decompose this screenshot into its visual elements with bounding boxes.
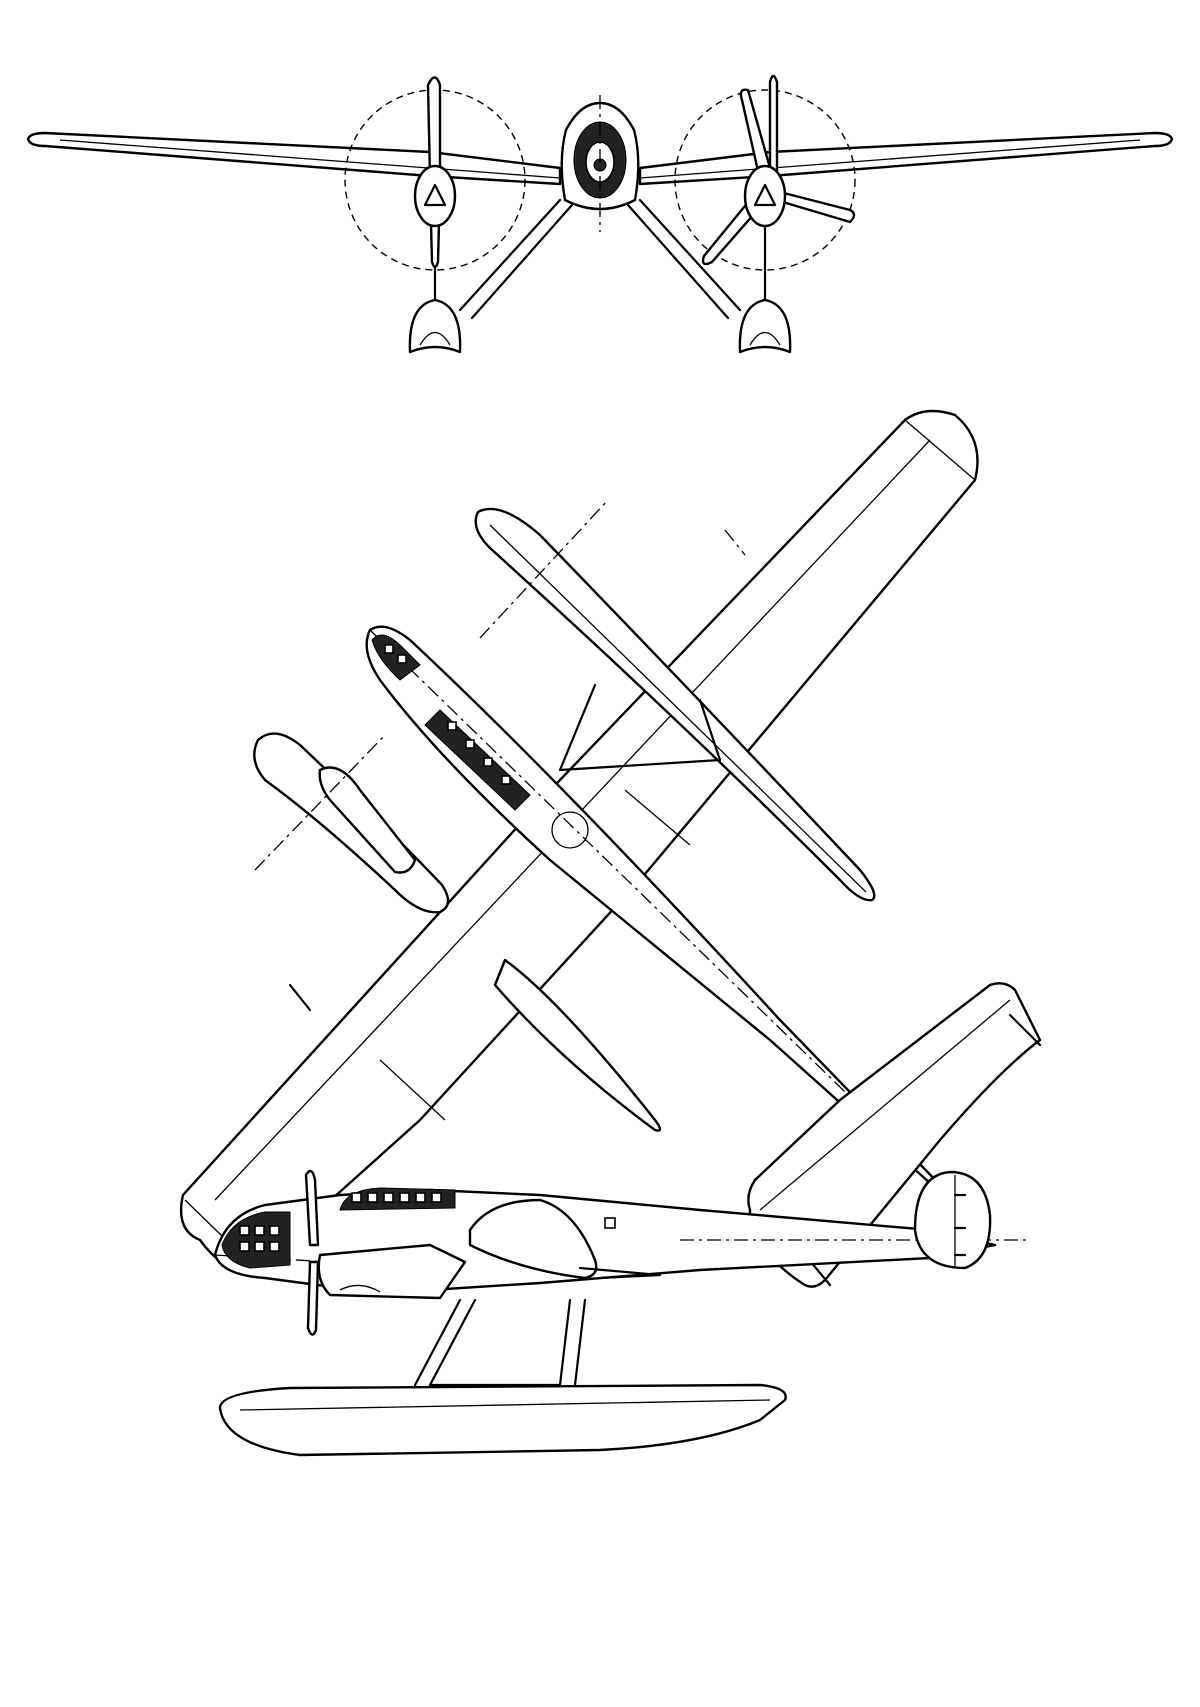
front-strut-left — [458, 198, 574, 320]
plan-view — [179, 409, 1042, 1288]
side-float-strut — [413, 1298, 587, 1387]
plan-float-strut — [558, 683, 722, 772]
side-nose-glazing — [221, 1211, 291, 1269]
left-engine-nacelle — [413, 164, 457, 228]
side-propeller — [304, 1169, 320, 1336]
front-right-wing — [638, 131, 1174, 186]
right-propeller-disc — [674, 89, 856, 271]
front-left-float — [408, 298, 462, 354]
right-prop-blade-right — [770, 188, 856, 224]
right-engine-nacelle — [743, 164, 787, 228]
front-left-wing — [26, 131, 562, 186]
side-tail-fin — [913, 1170, 992, 1270]
plan-cockpit-glazing — [424, 709, 531, 811]
front-right-float — [738, 298, 792, 354]
plan-roundel — [551, 811, 589, 849]
plan-float-lower — [493, 958, 662, 1132]
side-float — [218, 1383, 787, 1457]
front-strut-right — [626, 198, 742, 320]
plan-left-engine — [318, 766, 417, 874]
plan-tailplane — [747, 982, 1042, 1288]
side-view — [213, 1169, 1030, 1457]
front-view — [26, 74, 1174, 354]
plan-nose-glazing — [371, 634, 421, 681]
left-prop-blade — [426, 76, 442, 180]
side-wing-fairing — [468, 1198, 598, 1280]
right-prop-blade-up — [739, 88, 774, 182]
right-prop-blade-front — [768, 74, 779, 174]
side-cockpit-glazing — [339, 1187, 456, 1211]
